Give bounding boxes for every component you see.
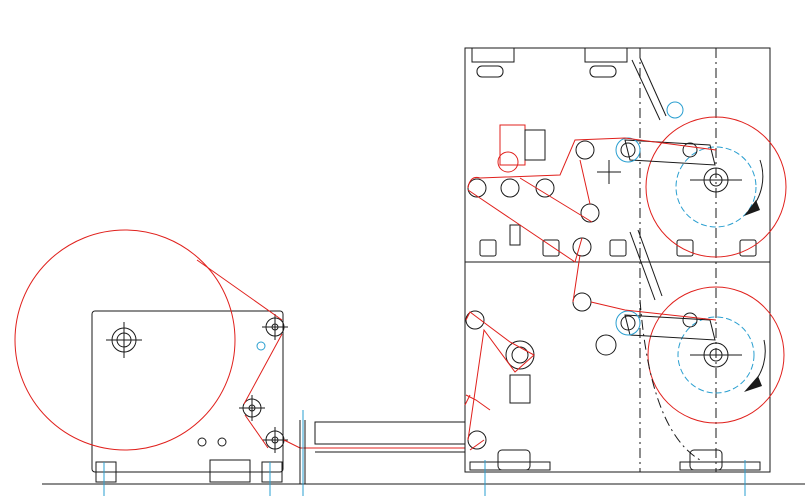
- unwind-stand: [14, 229, 465, 496]
- lower-rewind-roll: [647, 286, 785, 424]
- drive-unit: [209, 459, 251, 483]
- web-path: [465, 137, 717, 451]
- unwind-roll: [14, 229, 236, 451]
- upper-rewind-roll: [645, 116, 787, 258]
- guide-rollers: [465, 140, 698, 450]
- unwind-shaft: [106, 322, 142, 358]
- connecting-table: [299, 410, 466, 496]
- rewind-machine: [464, 47, 787, 496]
- guide-roller: [239, 395, 265, 421]
- guide-roller: [262, 314, 288, 340]
